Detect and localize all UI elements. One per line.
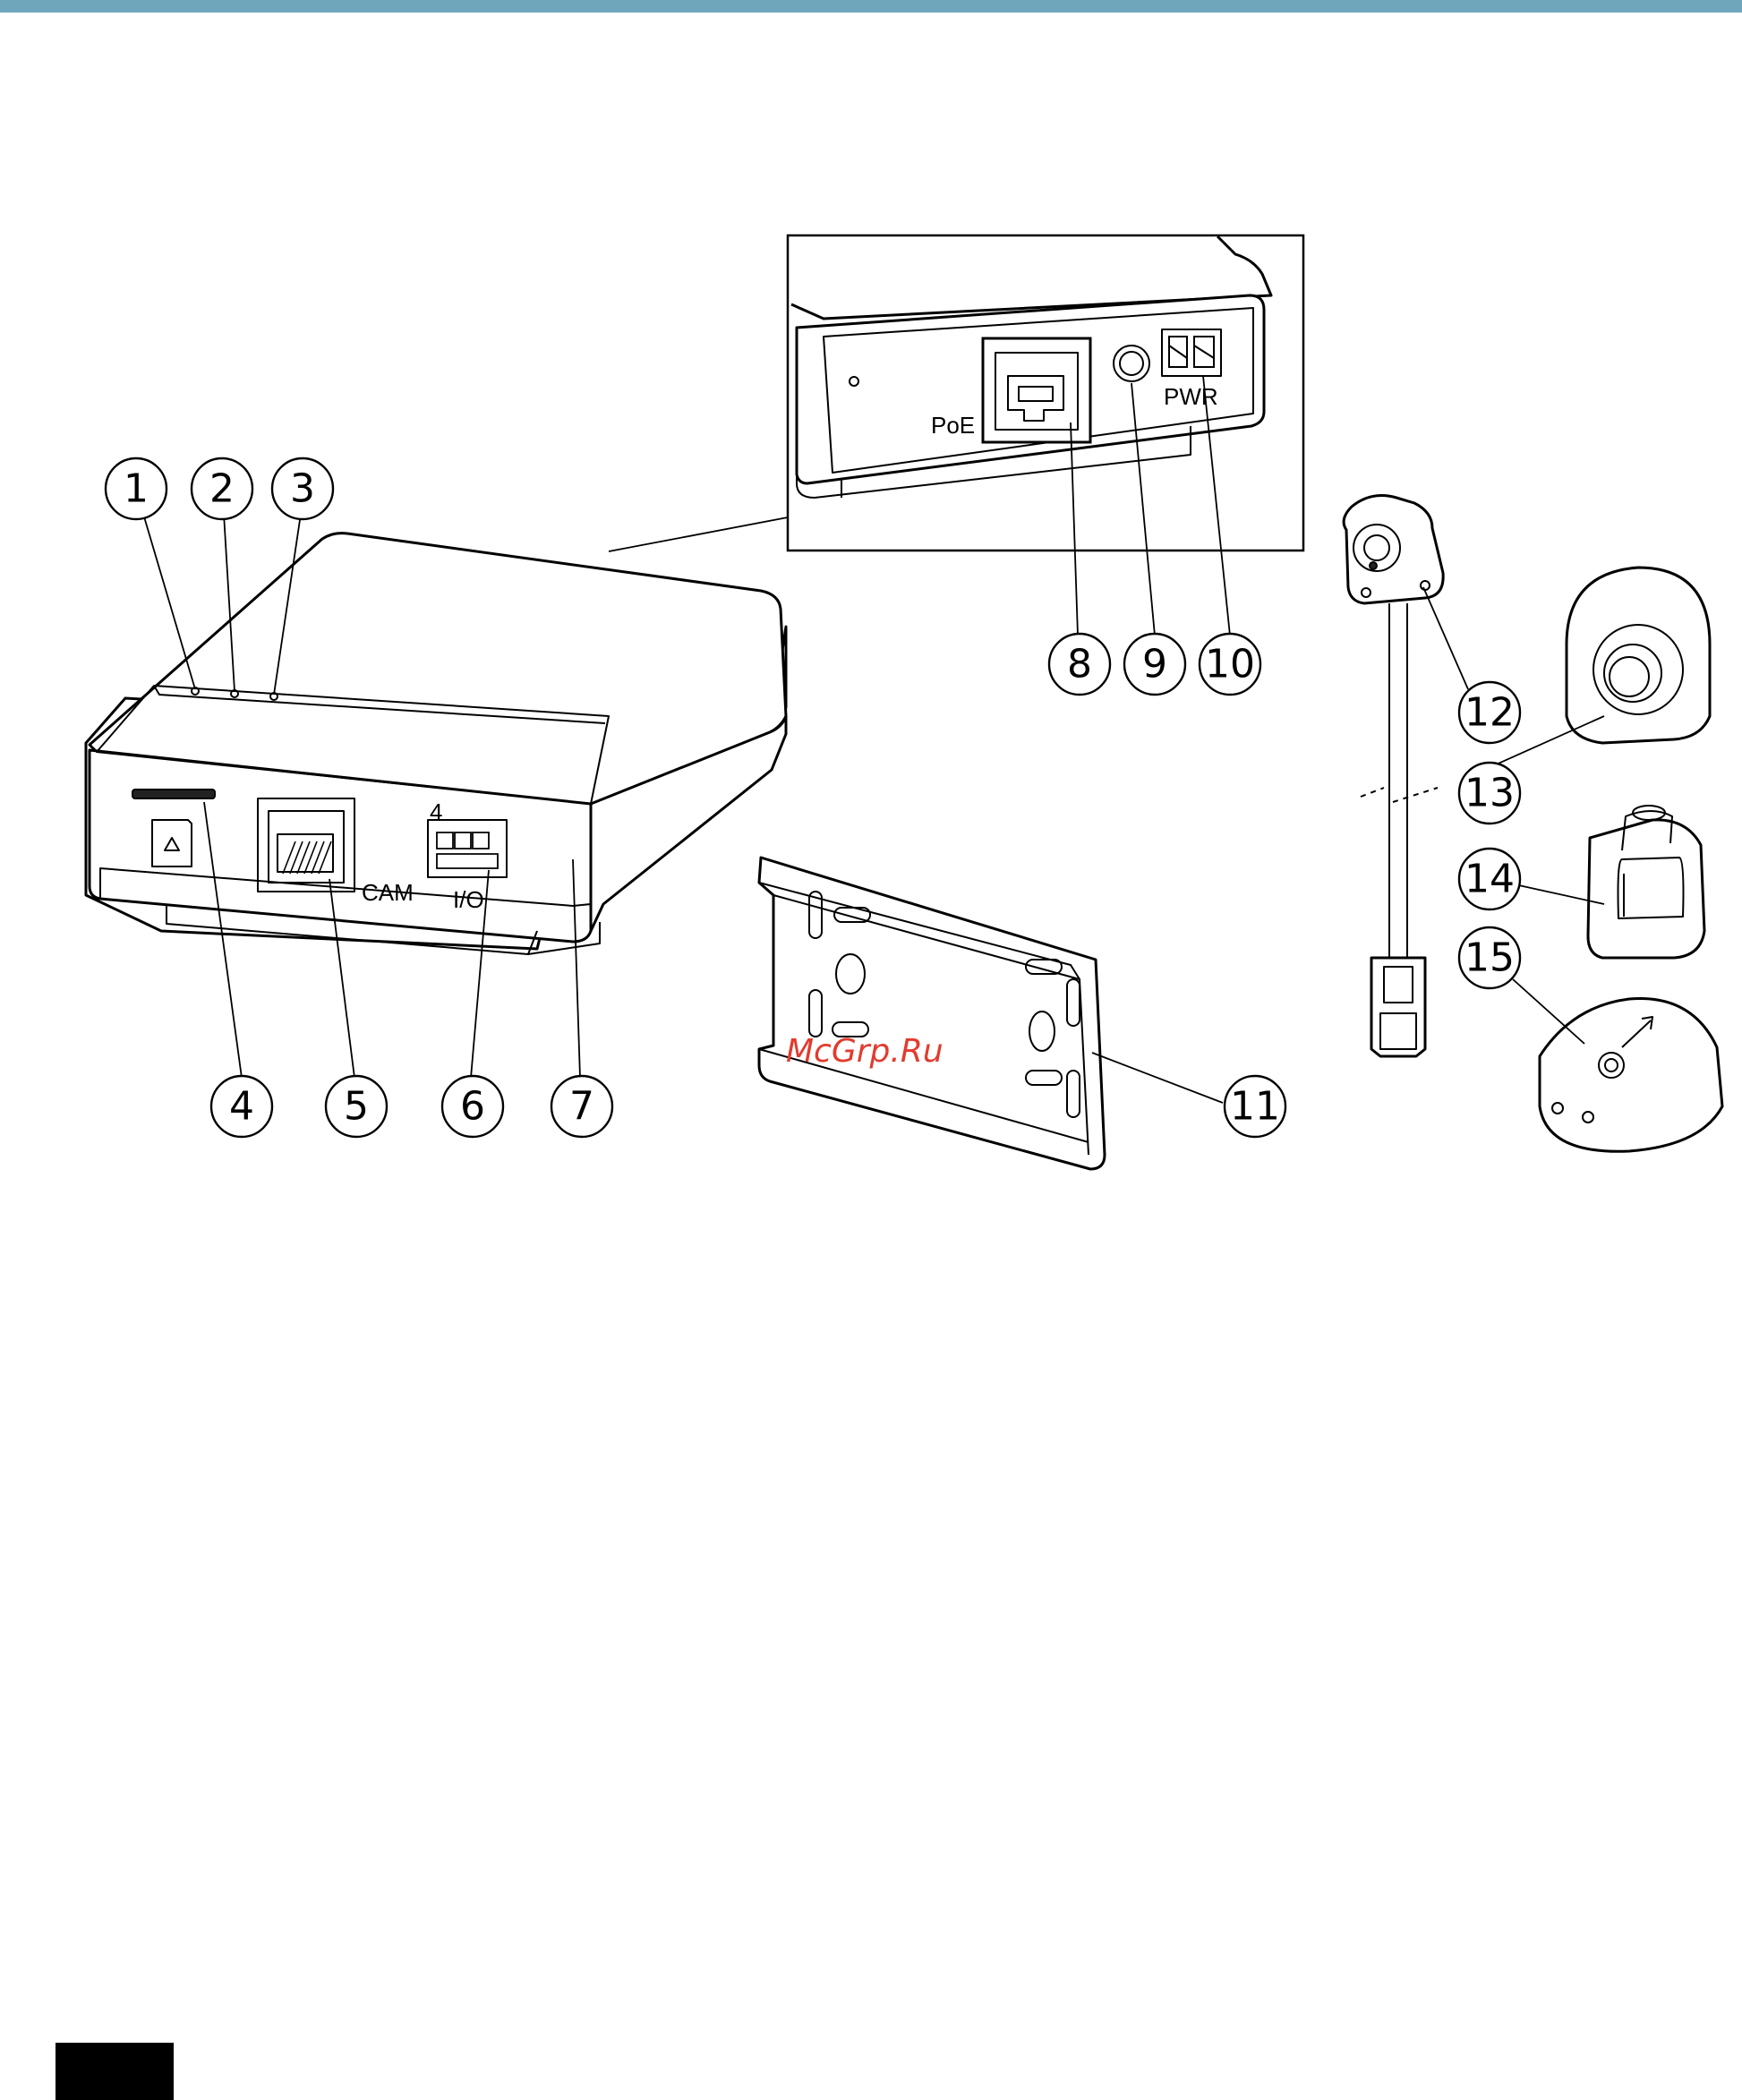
callout-15: 15 xyxy=(1459,927,1520,988)
callout-9: 9 xyxy=(1124,634,1185,695)
callout-8: 8 xyxy=(1049,634,1110,695)
svg-text:12: 12 xyxy=(1464,690,1515,736)
svg-text:2: 2 xyxy=(209,466,235,512)
svg-text:8: 8 xyxy=(1067,642,1092,687)
cam-port-label: CAM xyxy=(362,879,414,906)
callout-12: 12 xyxy=(1459,682,1520,743)
svg-text:15: 15 xyxy=(1464,935,1515,981)
poe-port-label: PoE xyxy=(931,412,975,439)
angled-mount xyxy=(1540,998,1722,1151)
callout-3: 3 xyxy=(272,458,333,519)
callout-14: 14 xyxy=(1459,849,1520,909)
svg-text:10: 10 xyxy=(1205,642,1255,687)
mounting-bracket xyxy=(759,858,1105,1169)
callout-6: 6 xyxy=(442,1076,503,1137)
back-panel-inset xyxy=(788,235,1303,551)
sensor-unit xyxy=(1344,496,1443,1056)
svg-text:9: 9 xyxy=(1142,642,1167,687)
svg-text:7: 7 xyxy=(569,1084,594,1130)
callout-13: 13 xyxy=(1459,763,1520,824)
callout-7: 7 xyxy=(551,1076,612,1137)
svg-text:6: 6 xyxy=(460,1084,485,1130)
callout-11: 11 xyxy=(1225,1076,1285,1137)
encoder-unit xyxy=(86,534,786,954)
svg-text:3: 3 xyxy=(290,466,315,512)
svg-text:5: 5 xyxy=(344,1084,369,1130)
clip-holder xyxy=(1588,806,1704,958)
io-port-label: I/O xyxy=(453,886,484,913)
pwr-port-label: PWR xyxy=(1164,383,1218,410)
lens-cover xyxy=(1567,568,1710,743)
footer-page-block xyxy=(56,2043,174,2100)
svg-text:14: 14 xyxy=(1464,857,1515,902)
callout-2: 2 xyxy=(192,458,252,519)
callout-1: 1 xyxy=(106,458,167,519)
callout-5: 5 xyxy=(326,1076,387,1137)
svg-text:1: 1 xyxy=(124,466,149,512)
svg-text:4: 4 xyxy=(229,1084,254,1130)
io-pin-label: 4 xyxy=(430,798,442,825)
callout-4: 4 xyxy=(211,1076,272,1137)
watermark: McGrp.Ru xyxy=(786,1033,944,1070)
svg-text:11: 11 xyxy=(1230,1084,1280,1130)
svg-text:13: 13 xyxy=(1464,771,1515,816)
callout-10: 10 xyxy=(1200,634,1260,695)
